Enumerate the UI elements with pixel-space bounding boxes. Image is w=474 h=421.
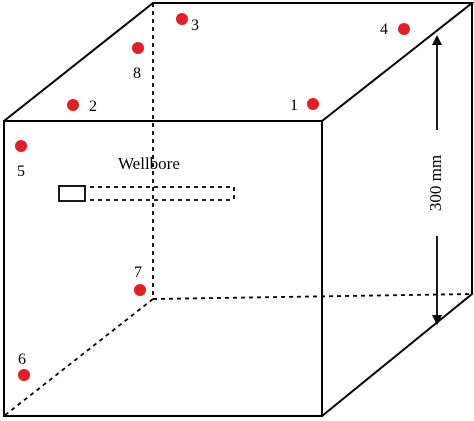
dimension-label: 300 mm [426,155,445,211]
point-label: 5 [17,163,25,180]
point-label: 8 [133,65,141,82]
hidden-edge-back-bottom [152,293,473,300]
top-face-outline [3,2,474,122]
point-8: 8 [132,42,144,82]
point-label: 2 [89,98,97,115]
point-6: 6 [18,351,30,381]
point-1: 1 [290,97,319,114]
point-marker [176,13,188,25]
wellbore-label: Wellbore [118,154,180,173]
hidden-edge-bottom-left-depth [3,298,154,417]
hidden-edges [3,3,473,417]
point-marker [67,99,79,111]
wellbore-head [58,185,86,202]
point-4: 4 [380,21,410,38]
front-face [3,120,323,417]
right-face-outline [321,3,473,417]
visible-edges [3,2,474,417]
point-3: 3 [176,13,199,34]
point-label: 7 [134,264,142,281]
point-5: 5 [15,140,27,180]
measurement-points: 1 2 3 4 5 6 7 8 [15,13,410,381]
point-marker [134,284,146,296]
point-marker [18,369,30,381]
point-marker [132,42,144,54]
point-marker [398,23,410,35]
point-label: 3 [191,17,199,34]
point-label: 4 [380,21,388,38]
point-marker [15,140,27,152]
wellbore: Wellbore [58,154,235,202]
point-marker [307,98,319,110]
point-label: 1 [290,97,298,114]
dimension-arrow: 300 mm [426,35,445,325]
point-label: 6 [18,351,26,368]
point-7: 7 [134,264,146,296]
point-2: 2 [67,98,97,115]
